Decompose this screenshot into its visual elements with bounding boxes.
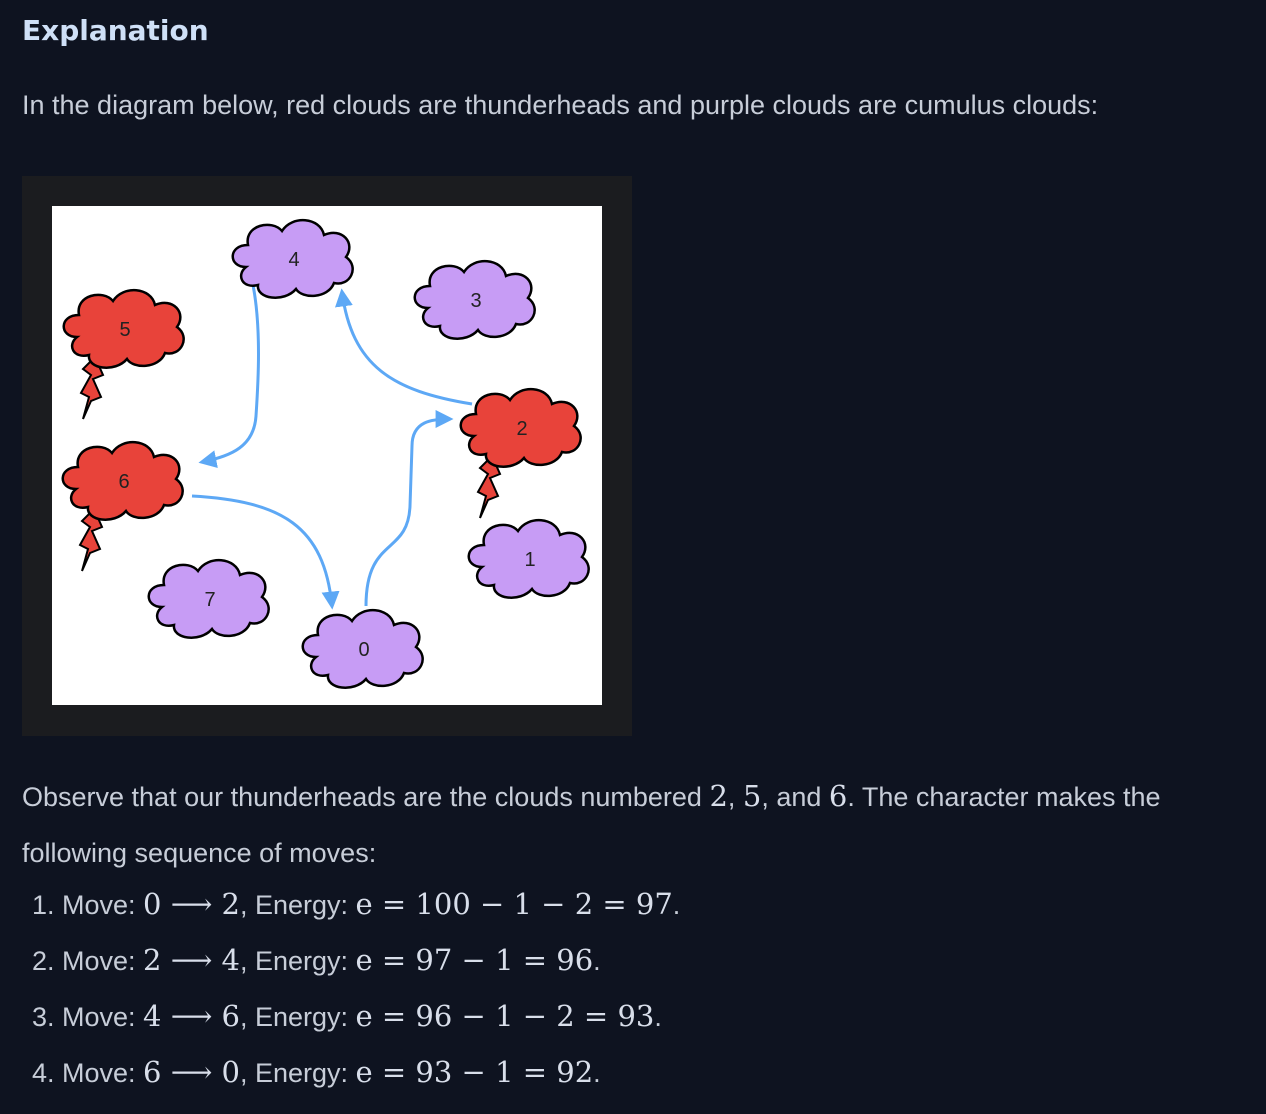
move-item: 3. Move: 4 ⟶ 6, Energy: e = 96 − 1 − 2 =…: [22, 988, 680, 1044]
section-heading: Explanation: [22, 14, 209, 47]
move-number: 2. Move:: [32, 946, 144, 976]
arrows-layer: [191, 279, 473, 610]
cloud-1: 1: [467, 518, 590, 599]
moves-list: 1. Move: 0 ⟶ 2, Energy: e = 100 − 1 − 2 …: [22, 876, 680, 1100]
cloud-0: 0: [301, 608, 424, 689]
clouds-layer: 0 1 2 3 4 5 6 7: [61, 218, 590, 689]
move-number: 1. Move:: [32, 890, 144, 920]
energy-equation: e = 100 − 1 − 2 = 97: [355, 887, 673, 921]
energy-equation: e = 96 − 1 − 2 = 93: [355, 999, 655, 1033]
cloud-label: 2: [516, 418, 527, 440]
observe-text-1: Observe that our thunderheads are the cl…: [22, 782, 710, 812]
cumulus-cloud-icon: [301, 608, 424, 689]
arrow-4-to-6: [198, 279, 260, 468]
move-path: 2 ⟶ 4: [143, 943, 240, 977]
cloud-label: 3: [470, 290, 481, 312]
thunderhead-cloud-icon: [459, 387, 582, 468]
energy-label: , Energy:: [239, 946, 356, 976]
thunderhead-cloud-icon: [61, 440, 184, 521]
move-number: 3. Move:: [32, 1002, 144, 1032]
observe-text-4: . The character makes the following sequ…: [22, 782, 1161, 868]
energy-label: , Energy:: [239, 1058, 356, 1088]
cloud-label: 4: [288, 249, 299, 271]
arrow-6-to-0: [191, 494, 340, 610]
move-path: 6 ⟶ 0: [143, 1055, 240, 1089]
move-item: 2. Move: 2 ⟶ 4, Energy: e = 97 − 1 = 96.: [22, 932, 680, 988]
cumulus-cloud-icon: [147, 558, 270, 639]
move-item: 4. Move: 6 ⟶ 0, Energy: e = 93 − 1 = 92.: [22, 1044, 680, 1100]
energy-equation: e = 93 − 1 = 92: [355, 1055, 594, 1089]
move-path: 0 ⟶ 2: [143, 887, 240, 921]
move-end: .: [672, 890, 681, 920]
diagram-frame: 0 1 2 3 4 5 6 7: [22, 176, 632, 736]
intro-text: In the diagram below, red clouds are thu…: [22, 90, 1099, 120]
energy-label: , Energy:: [239, 890, 356, 920]
cloud-2: 2: [459, 387, 582, 468]
move-path: 4 ⟶ 6: [143, 999, 240, 1033]
observation-paragraph: Observe that our thunderheads are the cl…: [22, 768, 1262, 881]
diagram-canvas: 0 1 2 3 4 5 6 7: [52, 206, 602, 705]
observe-text-2: ,: [727, 782, 743, 812]
energy-label: , Energy:: [239, 1002, 356, 1032]
cumulus-cloud-icon: [413, 259, 536, 340]
move-end: .: [593, 1058, 601, 1088]
cumulus-cloud-icon: [467, 518, 590, 599]
move-end: .: [593, 946, 601, 976]
thunderhead-cloud-icon: [62, 288, 185, 369]
cloud-4: 4: [231, 218, 354, 299]
cloud-label: 1: [524, 549, 535, 571]
energy-equation: e = 97 − 1 = 96: [355, 943, 594, 977]
cumulus-cloud-icon: [231, 218, 354, 299]
lightning-bolt-icon: [79, 355, 105, 420]
move-item: 1. Move: 0 ⟶ 2, Energy: e = 100 − 1 − 2 …: [22, 876, 680, 932]
lightning-bolt-icon: [476, 454, 502, 519]
arrow-0-to-2: [364, 410, 454, 607]
math-5: 5: [742, 779, 762, 813]
cloud-3: 3: [413, 259, 536, 340]
cloud-7: 7: [147, 558, 270, 639]
math-6: 6: [828, 779, 848, 813]
lightning-layer: [78, 355, 502, 572]
lightning-bolt-icon: [78, 507, 104, 572]
cloud-6: 6: [61, 440, 184, 521]
cloud-label: 0: [358, 639, 369, 661]
cloud-label: 6: [118, 471, 129, 493]
cloud-diagram: 0 1 2 3 4 5 6 7: [61, 218, 590, 689]
move-number: 4. Move:: [32, 1058, 144, 1088]
observe-text-3: , and: [761, 782, 829, 812]
cloud-label: 5: [119, 319, 130, 341]
move-end: .: [654, 1002, 662, 1032]
math-2: 2: [709, 779, 728, 813]
arrow-2-to-4: [335, 288, 473, 406]
cloud-label: 7: [204, 589, 215, 611]
cloud-5: 5: [62, 288, 185, 369]
